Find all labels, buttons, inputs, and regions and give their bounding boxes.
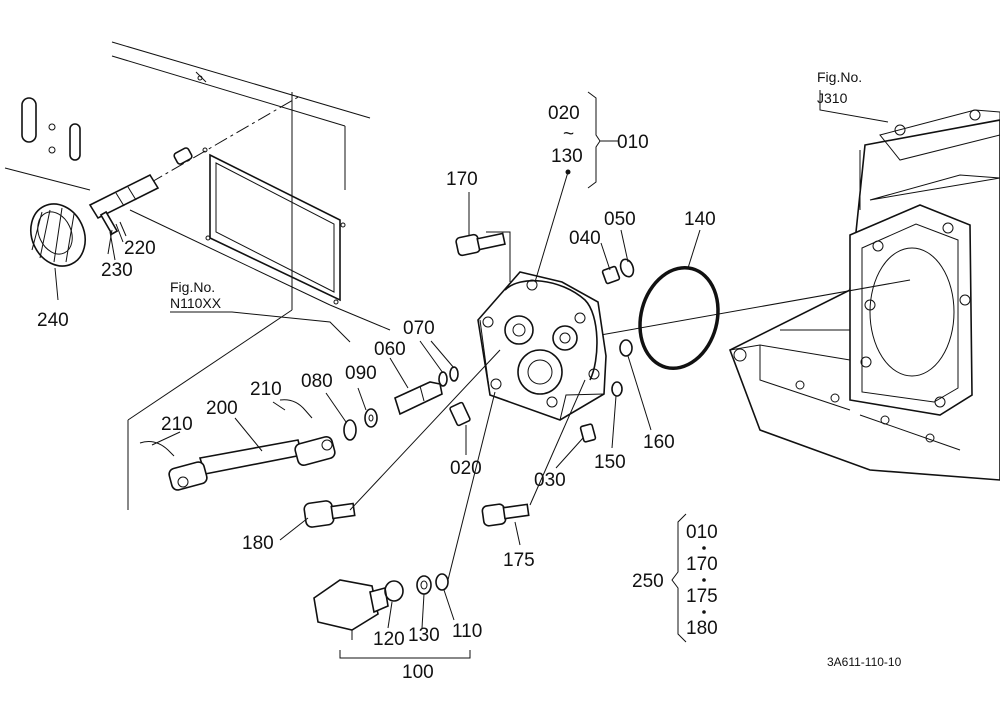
- label-130: 130: [408, 625, 440, 646]
- label-230: 230: [101, 260, 133, 281]
- fig-label-b: Fig.No.: [817, 69, 862, 85]
- label-010: 010: [617, 132, 649, 153]
- pump-cover-body: [477, 271, 607, 421]
- label-020-top: 020: [548, 103, 580, 124]
- label-030: 030: [534, 470, 566, 491]
- label-020: 020: [450, 458, 482, 479]
- kit-bracket-250: [671, 513, 706, 643]
- control-knob-assembly: [30, 95, 301, 301]
- label-220: 220: [124, 238, 156, 259]
- label-080: 080: [301, 371, 333, 392]
- label-060: 060: [374, 339, 406, 360]
- fig-ref-n110xx: Fig.No. N110XX: [170, 279, 351, 343]
- transmission-housing: Fig.No. J310: [728, 69, 1000, 481]
- fig-ref-a: N110XX: [170, 295, 222, 311]
- label-140: 140: [684, 209, 716, 230]
- fig-label-a: Fig.No.: [170, 279, 215, 295]
- label-050: 050: [604, 209, 636, 230]
- label-tilde: ~: [563, 124, 574, 145]
- label-200: 200: [206, 398, 238, 419]
- fig-ref-b: J310: [817, 90, 848, 106]
- label-110: 110: [452, 621, 482, 642]
- kit-item-175: 175: [686, 586, 718, 607]
- drawing-code: 3A611-110-10: [827, 655, 902, 669]
- label-170: 170: [446, 169, 478, 190]
- label-130-top: 130: [551, 146, 583, 167]
- part-labels: 020 ~ 130 010 170 040 050 140 070 060 09…: [37, 103, 902, 683]
- label-090: 090: [345, 363, 377, 384]
- label-070: 070: [403, 318, 435, 339]
- leader-lines: [109, 140, 701, 659]
- assembly-axis: [594, 279, 911, 337]
- bracket-010: [587, 91, 601, 189]
- label-150: 150: [594, 452, 626, 473]
- label-210-b: 210: [161, 414, 193, 435]
- label-175: 175: [503, 550, 535, 571]
- label-180: 180: [242, 533, 274, 554]
- label-100: 100: [402, 662, 434, 683]
- left-housing-outline: [4, 41, 391, 510]
- label-160: 160: [643, 432, 675, 453]
- label-210-a: 210: [250, 379, 282, 400]
- kit-item-010: 010: [686, 522, 718, 543]
- kit-item-170: 170: [686, 554, 718, 575]
- label-250: 250: [632, 571, 664, 592]
- label-240: 240: [37, 310, 69, 331]
- label-120: 120: [373, 629, 405, 650]
- kit-item-180: 180: [686, 618, 718, 639]
- label-040: 040: [569, 228, 601, 249]
